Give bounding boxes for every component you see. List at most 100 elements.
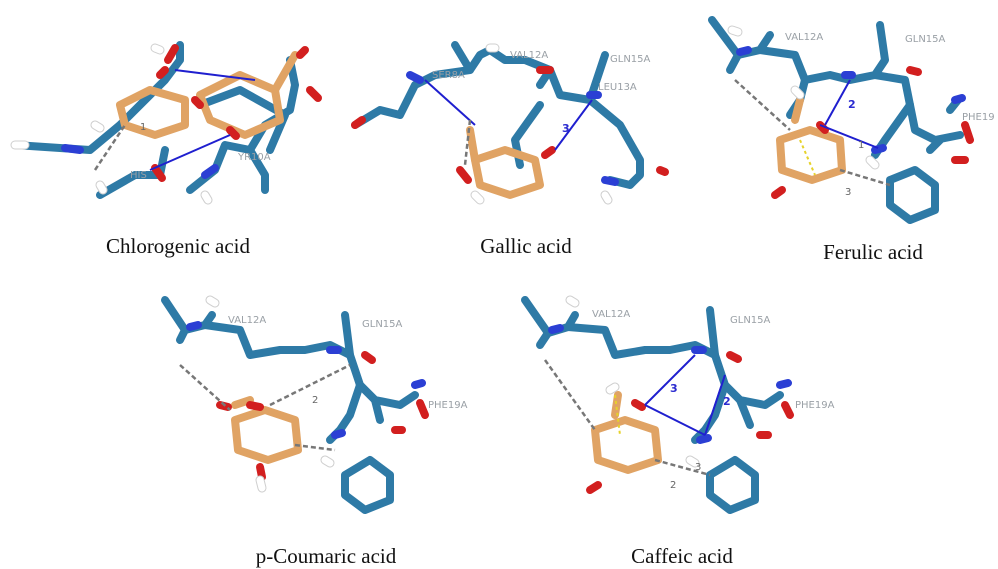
oxygen-atom xyxy=(961,121,974,144)
oxygen-atom xyxy=(361,351,376,364)
bond-number-label: 1 xyxy=(140,122,146,133)
residue-label: YR10A xyxy=(237,152,271,163)
caption-p-coumaric-acid: p-Coumaric acid xyxy=(255,544,397,568)
hydrogen-atom xyxy=(321,456,334,467)
structure-chlorogenic-acid: 1 HIS YR10A xyxy=(10,41,322,205)
bond-number-label: 3 xyxy=(845,187,851,198)
nitrogen-atom xyxy=(186,321,202,331)
oxygen-atom xyxy=(151,164,166,182)
hydrophobic-contact xyxy=(734,79,791,131)
hydrophobic-contact xyxy=(543,359,597,431)
hydrogen-atom xyxy=(566,296,579,307)
panel-caffeic-acid: 3 2 3 2 VAL12A GLN15A PHE19A Caffeic aci… xyxy=(510,285,840,569)
hydrogen-atom xyxy=(201,191,212,204)
residue-label: VAL12A xyxy=(510,50,548,61)
nitrogen-atom xyxy=(411,379,426,389)
oxygen-atom xyxy=(656,166,669,176)
hydrogen-atom xyxy=(728,26,742,36)
residue-label: VAL12A xyxy=(785,32,823,43)
caption-ferulic-acid: Ferulic acid xyxy=(823,240,923,264)
hydrophobic-contact xyxy=(839,168,891,187)
hydrogen-atom xyxy=(151,44,164,54)
hydrogen-atom xyxy=(686,456,699,467)
nitrogen-atom xyxy=(406,71,424,84)
panel-p-coumaric-acid: 2 VAL12A GLN15A PHE19A p-Coumaric acid xyxy=(150,285,480,569)
residue-label: GLN15A xyxy=(905,34,946,45)
nitrogen-atom xyxy=(201,164,219,179)
oxygen-atom xyxy=(351,116,366,129)
hydrophobic-contact xyxy=(93,124,127,171)
caption-gallic-acid: Gallic acid xyxy=(480,234,572,258)
panel-ferulic-acid: 2 1 3 VAL12A GLN15A PHE19 Ferulic acid xyxy=(700,0,998,270)
oxygen-atom xyxy=(256,463,266,481)
oxygen-atom xyxy=(541,146,556,159)
hydrogen-atom xyxy=(256,476,266,492)
oxygen-atom xyxy=(781,401,794,419)
bond-number-label: 3 xyxy=(695,462,701,473)
nitrogen-atom xyxy=(951,94,966,104)
bond-number-label: 2 xyxy=(723,395,731,408)
residue-label: PHE19 xyxy=(962,112,995,123)
residue-label: PHE19A xyxy=(795,400,835,411)
oxygen-atom xyxy=(306,86,322,102)
nitrogen-atom xyxy=(736,46,752,56)
structure-p-coumaric-acid: 2 VAL12A GLN15A PHE19A xyxy=(161,295,468,514)
nitrogen-atom xyxy=(776,379,792,389)
hydrogen-atom xyxy=(866,156,879,169)
oxygen-atom xyxy=(164,44,179,64)
hydrogen-bond xyxy=(149,134,231,171)
pi-stacking xyxy=(799,139,816,176)
bond-number-label: 2 xyxy=(312,395,318,406)
residue-label: PHE19A xyxy=(428,400,468,411)
bond-number-label: 2 xyxy=(848,98,856,111)
hydrogen-bond xyxy=(824,79,851,126)
hydrogen-bond xyxy=(554,99,593,151)
panel-chlorogenic-acid: 1 HIS YR10A Chlorogenic acid xyxy=(0,0,330,270)
oxygen-atom xyxy=(296,46,309,59)
oxygen-atom xyxy=(191,96,204,109)
bond-number-label: 2 xyxy=(670,480,676,491)
hydrogen-atom xyxy=(601,191,612,204)
oxygen-atom xyxy=(416,399,429,419)
oxygen-atom xyxy=(631,399,646,411)
bond-number-label: 3 xyxy=(670,382,678,395)
panel-gallic-acid: 3 SER8A VAL12A GLN15A LEU13A Gallic acid xyxy=(340,0,680,270)
structure-caffeic-acid: 3 2 3 2 VAL12A GLN15A PHE19A xyxy=(521,295,835,514)
bond-number-label: 3 xyxy=(562,122,570,135)
structure-gallic-acid: 3 SER8A VAL12A GLN15A LEU13A xyxy=(351,41,669,205)
oxygen-atom xyxy=(456,166,472,184)
oxygen-atom xyxy=(226,126,240,140)
nitrogen-atom xyxy=(331,429,346,439)
residue-label: LEU13A xyxy=(598,82,637,93)
hydrophobic-contact xyxy=(269,363,351,407)
hydrogen-atom xyxy=(206,296,219,307)
nitrogen-atom xyxy=(696,434,712,444)
bond-number-label: 1 xyxy=(858,140,864,151)
hydrophobic-contact xyxy=(179,364,231,411)
oxygen-atom xyxy=(156,66,169,79)
nitrogen-atom xyxy=(61,144,84,154)
pi-stacking xyxy=(614,394,621,436)
nitrogen-atom xyxy=(548,324,564,334)
hydrogen-bond xyxy=(424,79,476,126)
residue-label: GLN15A xyxy=(610,54,651,65)
hydrogen-atom xyxy=(471,191,484,204)
residue-label: HIS xyxy=(130,170,147,181)
residue-label: VAL12A xyxy=(592,309,630,320)
hydrogen-bond xyxy=(704,374,726,436)
hydrogen-bond xyxy=(174,69,256,81)
hydrogen-bond xyxy=(819,124,879,149)
hydrogen-atom xyxy=(96,181,107,194)
oxygen-atom xyxy=(906,66,922,76)
hydrogen-atom xyxy=(606,383,619,394)
hydrogen-bond xyxy=(644,404,706,436)
residue-label: GLN15A xyxy=(730,315,771,326)
hydrogen-bond xyxy=(644,354,696,406)
caption-chlorogenic-acid: Chlorogenic acid xyxy=(105,234,251,258)
oxygen-atom xyxy=(771,186,786,199)
oxygen-atom xyxy=(586,481,602,494)
nitrogen-atom xyxy=(601,176,619,186)
hydrogen-atom xyxy=(91,121,104,132)
residue-label: GLN15A xyxy=(362,319,403,330)
residue-label: SER8A xyxy=(432,70,465,81)
